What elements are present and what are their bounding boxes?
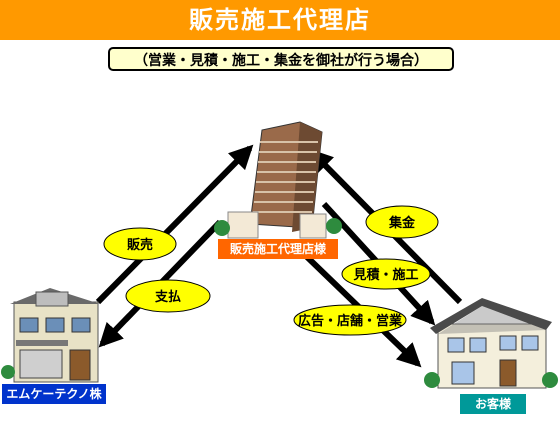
flow-payment-label: 支払 xyxy=(154,289,181,305)
page-title: 販売施工代理店 xyxy=(189,6,371,34)
subtitle-text: （営業・見積・施工・集金を御社が行う場合） xyxy=(134,53,428,69)
manufacturer-house-icon xyxy=(1,288,100,383)
flow-marketing: 広告・店舗・営業 xyxy=(293,304,407,336)
agent-building-icon xyxy=(214,121,342,239)
flow-sales: 販売 xyxy=(103,227,177,261)
manufacturer-label: エムケーテクノ株式会社 xyxy=(2,384,106,421)
customer-house-icon xyxy=(424,298,558,389)
agent-label: 販売施工代理店様 xyxy=(218,239,338,259)
flow-sales-label: 販売 xyxy=(127,237,153,253)
page-title-banner: 販売施工代理店 xyxy=(0,0,560,40)
customer-label: お客様 xyxy=(460,394,526,414)
flow-collection: 集金 xyxy=(365,205,439,239)
arrow-sales xyxy=(95,144,254,305)
flow-collection-label: 集金 xyxy=(388,215,416,231)
flow-estimate: 見積・施工 xyxy=(341,258,431,290)
subtitle-box: （営業・見積・施工・集金を御社が行う場合） xyxy=(108,47,454,71)
flow-payment: 支払 xyxy=(125,279,211,313)
flow-estimate-label: 見積・施工 xyxy=(352,267,418,283)
flow-marketing-label: 広告・店舗・営業 xyxy=(298,313,403,329)
